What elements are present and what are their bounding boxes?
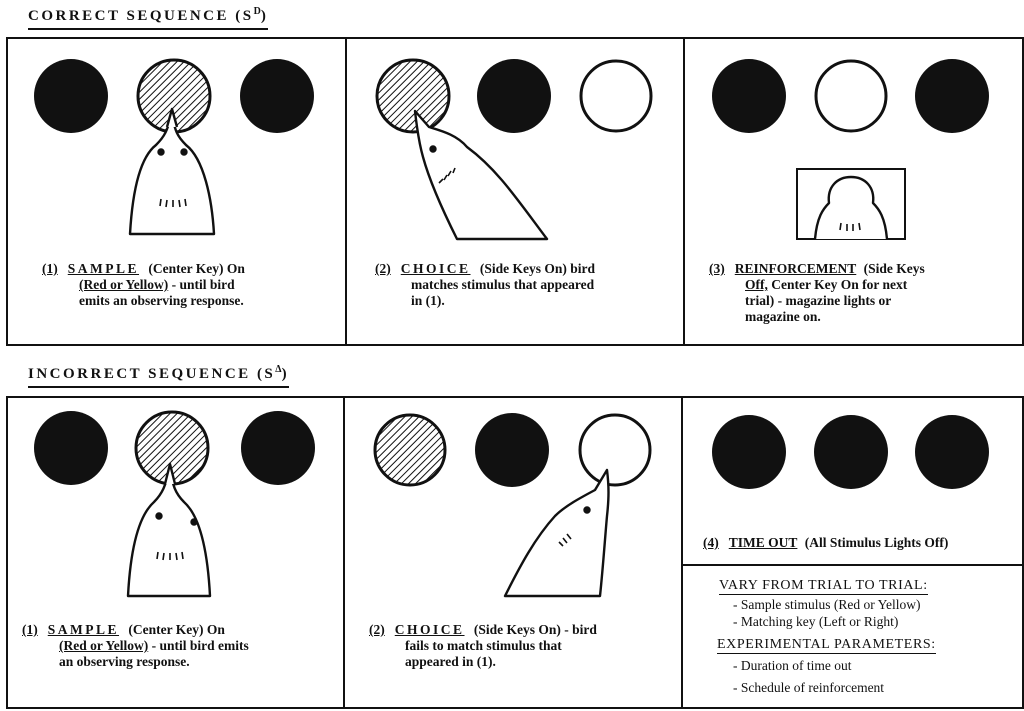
center-key-off — [475, 413, 549, 487]
timeout-caption: (4)TIME OUT (All Stimulus Lights Off) — [703, 535, 1021, 551]
center-key-off — [814, 415, 888, 489]
pigeon-icon — [128, 464, 210, 596]
params-item: - Schedule of reinforcement — [733, 680, 884, 696]
pigeon-icon — [130, 109, 214, 234]
center-key-off — [477, 59, 551, 133]
correct-sample-caption: (1)SAMPLE (Center Key) On (Red or Yellow… — [42, 261, 342, 309]
vary-item: - Matching key (Left or Right) — [733, 614, 898, 630]
incorrect-sample-panel: (1)SAMPLE (Center Key) On (Red or Yellow… — [8, 398, 343, 707]
timeout-panel: (4)TIME OUT (All Stimulus Lights Off) — [683, 398, 1022, 564]
right-key-off — [241, 411, 315, 485]
correct-choice-caption: (2)CHOICE (Side Keys On) bird matches st… — [375, 261, 680, 309]
parameters-panel: VARY FROM TRIAL TO TRIAL: - Sample stimu… — [683, 566, 1022, 707]
correct-sample-panel: (1)SAMPLE (Center Key) On (Red or Yellow… — [8, 39, 345, 344]
correct-reinforcement-caption: (3)REINFORCEMENT (Side Keys Off, Center … — [709, 261, 1019, 325]
correct-sequence-title: CORRECT SEQUENCE (SD) — [28, 6, 268, 30]
params-item: - Duration of time out — [733, 658, 851, 674]
incorrect-sample-caption: (1)SAMPLE (Center Key) On (Red or Yellow… — [22, 622, 342, 670]
left-key-off — [712, 415, 786, 489]
left-key-lit — [377, 60, 449, 132]
params-title: EXPERIMENTAL PARAMETERS: — [717, 637, 936, 653]
incorrect-choice-panel: (2)CHOICE (Side Keys On) - bird fails to… — [345, 398, 681, 707]
vary-title: VARY FROM TRIAL TO TRIAL: — [719, 578, 928, 594]
center-key-white — [816, 61, 886, 131]
left-key-off — [34, 411, 108, 485]
left-key-off — [34, 59, 108, 133]
incorrect-choice-caption: (2)CHOICE (Side Keys On) - bird fails to… — [369, 622, 679, 670]
right-key-white — [580, 415, 650, 485]
right-key-off — [915, 59, 989, 133]
right-key-white — [581, 61, 651, 131]
pigeon-icon — [505, 470, 609, 596]
correct-reinforcement-panel: (3)REINFORCEMENT (Side Keys Off, Center … — [685, 39, 1022, 344]
right-key-off — [240, 59, 314, 133]
correct-choice-panel: (2)CHOICE (Side Keys On) bird matches st… — [347, 39, 683, 344]
left-key-lit — [375, 415, 445, 485]
left-key-off — [712, 59, 786, 133]
vary-item: - Sample stimulus (Red or Yellow) — [733, 597, 921, 613]
incorrect-sequence-title: INCORRECT SEQUENCE (SΔ) — [28, 364, 289, 388]
right-key-off — [915, 415, 989, 489]
